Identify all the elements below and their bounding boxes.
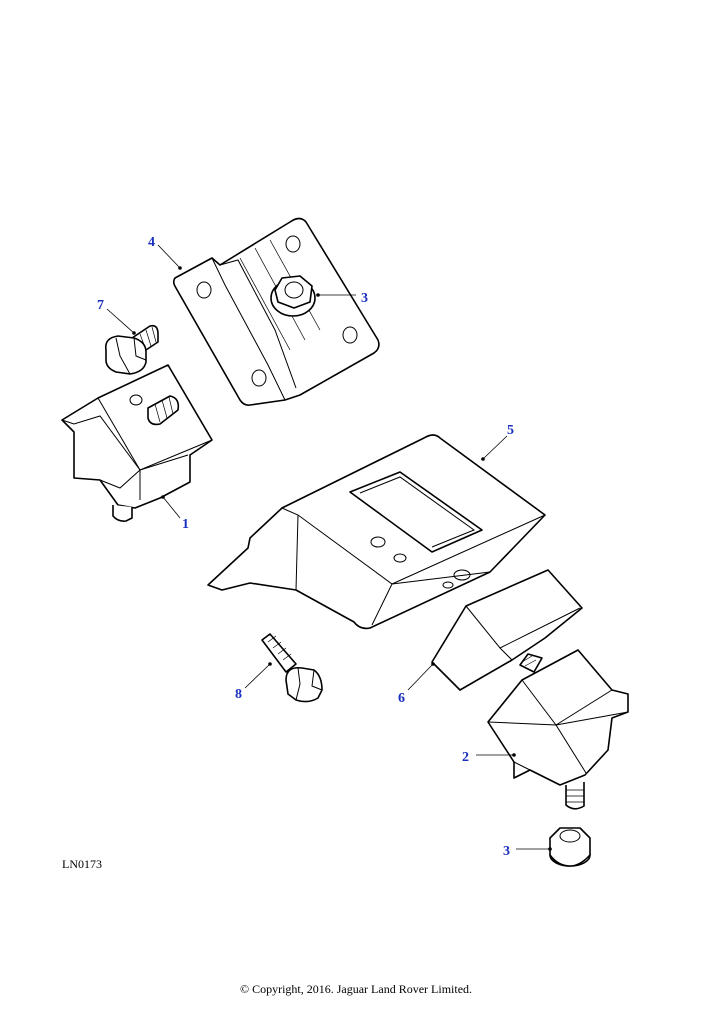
part-2-mounting-rubber <box>487 649 629 810</box>
copyright-notice: © Copyright, 2016. Jaguar Land Rover Lim… <box>239 982 473 996</box>
callout-8: 8 <box>235 662 272 702</box>
part-7-bolt <box>104 324 159 375</box>
callout-1: 1 <box>161 495 189 532</box>
part-8-hex-bolt <box>261 633 323 703</box>
callout-8-label: 8 <box>235 687 242 702</box>
callout-2: 2 <box>462 750 516 765</box>
callout-1-label: 1 <box>182 517 189 532</box>
part-5-support-bracket <box>207 434 546 630</box>
callout-3-upper: 3 <box>316 291 368 306</box>
part-6-packing-piece <box>431 569 583 691</box>
part-3-lower-flange-nut <box>549 827 591 867</box>
callout-4-label: 4 <box>148 235 155 250</box>
callout-3-upper-label: 3 <box>361 291 368 306</box>
callout-6-label: 6 <box>398 691 405 706</box>
callout-7-label: 7 <box>97 298 104 313</box>
callout-3-lower: 3 <box>503 844 552 859</box>
callout-5: 5 <box>481 423 514 461</box>
part-4-bracket-plate <box>172 217 380 406</box>
diagram-reference-code: LN0173 <box>62 857 102 871</box>
callout-2-label: 2 <box>462 750 469 765</box>
part-3-upper-flange-nut <box>270 275 316 317</box>
callout-6: 6 <box>398 662 435 706</box>
part-1-mounting-rubber <box>61 364 213 522</box>
callout-4: 4 <box>148 235 182 270</box>
callout-3-lower-label: 3 <box>503 844 510 859</box>
callout-5-label: 5 <box>507 423 514 438</box>
callout-7: 7 <box>97 298 136 335</box>
